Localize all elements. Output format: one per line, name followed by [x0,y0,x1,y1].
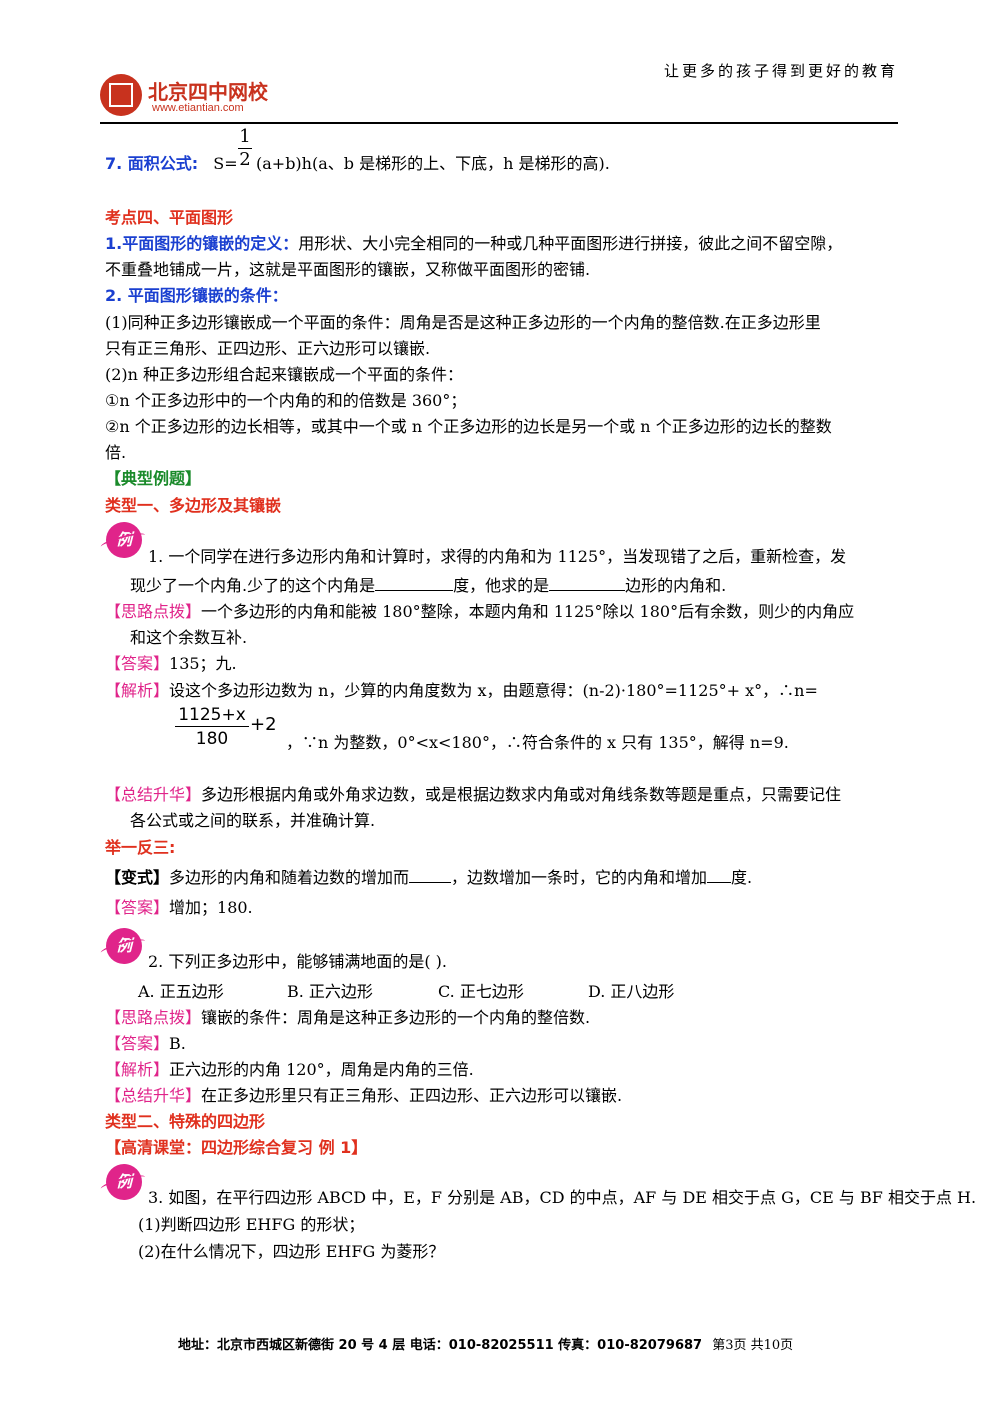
variant-blank-2[interactable] [707,866,732,883]
ex1-blank-1[interactable] [375,574,454,591]
ex1-sum1: 多边形根据内角或外角求边数，或是根据边数求内角或对角线条数等题是重点，只需要记住 [201,785,842,804]
variant-blank-1[interactable] [409,866,452,883]
ex1-q2a: 现少了一个内角.少了的这个内角是 [130,576,376,595]
ex1-hint-label: 【思路点拨】 [105,602,202,621]
formula-label: 7. 面积公式: [105,154,199,173]
ex1-jx-label: 【解析】 [105,681,170,700]
ex1-q2b: 度，他求的是 [453,576,550,595]
header-rule [100,122,898,124]
ex1-jx: 【解析】设这个多边形边数为 n，少算的内角度数为 x，由题意得：(n-2)·18… [105,679,818,703]
ex1-jx2: ，∵n 为整数，0°<x<180°，∴符合条件的 x 只有 135°，解得 n=… [286,733,789,752]
cond2-2a: ②n 个正多边形的边长相等，或其中一个或 n 个正多边形的边长是另一个或 n 个… [105,417,832,436]
section4-title: 考点四、平面图形 [105,208,234,227]
variant-ans-label: 【答案】 [105,898,170,917]
ex2-sum-label: 【总结升华】 [105,1086,202,1105]
ex1-hint2: 和这个余数互补. [130,628,248,647]
ex3-q: 3. 如图，在平行四边形 ABCD 中，E，F 分别是 AB，CD 的中点，AF… [148,1188,977,1207]
logo-inner-icon [109,83,133,107]
ex1-q2: 现少了一个内角.少了的这个内角是 度，他求的是 边形的内角和. [130,574,726,598]
variant-a: 多边形的内角和随着边数的增加而 [169,868,410,887]
def-label: 1.平面图形的镶嵌的定义： [105,234,299,253]
ex1-answer: 【答案】135；九. [105,652,237,676]
ex2-hint-text: 镶嵌的条件：周角是这种正多边形的一个内角的整倍数. [201,1008,591,1027]
logo-url: www.etiantian.com [152,102,244,114]
example-badge-3: 例 [106,1164,142,1200]
example-badge-1: 例 [106,522,142,558]
cond1b: 只有正三角形、正四边形、正六边形可以镶嵌. [105,339,431,358]
ex2-ans-label: 【答案】 [105,1034,170,1053]
footer-address: 地址：北京市西城区新德街 20 号 4 层 电话：010-82025511 传真… [178,1338,703,1353]
ex1-q1: 1. 一个同学在进行多边形内角和计算时，求得的内角和为 1125°，当发现错了之… [148,547,847,566]
cond-label: 2. 平面图形镶嵌的条件： [105,286,288,305]
ex3-s2: (2)在什么情况下，四边形 EHFG 为菱形？ [138,1242,445,1261]
logo-icon [100,74,142,116]
ex1-hint1: 一个多边形的内角和能被 180°整除，本题内角和 1125°除以 180°后有余… [201,602,855,621]
def-text2: 不重叠地铺成一片，这就是平面图形的镶嵌，又称做平面图形的密铺. [105,260,591,279]
ex1-hint: 【思路点拨】一个多边形的内角和能被 180°整除，本题内角和 1125°除以 1… [105,600,854,624]
area-formula: 7. 面积公式: S= [105,152,238,176]
ex1-jx1: 设这个多边形边数为 n，少算的内角度数为 x，由题意得：(n-2)·180°=1… [169,681,818,700]
example-badge-2: 例 [106,928,142,964]
cond2: (2)n 种正多边形组合起来镶嵌成一个平面的条件： [105,365,464,384]
variant-label: 【变式】 [105,868,170,887]
header: 北京四中网校 www.etiantian.com 让更多的孩子得到更好的教育 [100,60,898,124]
variant: 【变式】多边形的内角和随着边数的增加而 ，边数增加一条时，它的内角和增加 度. [105,866,752,890]
ex2-optC[interactable]: C. 正七边形 [438,982,524,1001]
ex1-sum2: 各公式或之间的联系，并准确计算. [130,811,376,830]
jyfs-title: 举一反三: [105,838,176,857]
ex1-ans-label: 【答案】 [105,654,170,673]
ex2-jx-label: 【解析】 [105,1060,170,1079]
type2-title: 类型二、特殊的四边形 [105,1112,266,1131]
variant-ans: 增加；180. [169,898,253,917]
footer-page: 第3页 共10页 [712,1338,794,1353]
formula-den: 2 [239,149,251,170]
ex2-summary: 【总结升华】在正多边形里只有正三角形、正四边形、正六边形可以镶嵌. [105,1084,622,1108]
variant-c: 度. [731,868,753,887]
ex2-hint: 【思路点拨】镶嵌的条件：周角是这种正多边形的一个内角的整倍数. [105,1006,590,1030]
footer: 地址：北京市西城区新德街 20 号 4 层 电话：010-82025511 传真… [178,1337,793,1355]
ex2-sum-text: 在正多边形里只有正三角形、正四边形、正六边形可以镶嵌. [201,1086,623,1105]
ex2-q: 2. 下列正多边形中，能够铺满地面的是( ). [148,952,448,971]
ex1-ans: 135；九. [169,654,237,673]
ex1-fraction: 1125+x 180 [175,704,249,751]
ex1-frac-plus: +2 [250,714,277,735]
cond2-1: ①n 个正多边形中的一个内角的和的倍数是 360°； [105,391,467,410]
formula-rest: (a+b)h(a、b 是梯形的上、下底，h 是梯形的高). [256,154,610,173]
ex1-frac-num: 1125+x [175,704,249,727]
ex1-blank-2[interactable] [549,574,626,591]
ex1-frac-den: 180 [195,729,229,749]
ex2-jx-text: 正六边形的内角 120°，周角是内角的三倍. [169,1060,474,1079]
variant-b: ，边数增加一条时，它的内角和增加 [451,868,708,887]
slogan: 让更多的孩子得到更好的教育 [663,62,898,80]
ex2-answer: 【答案】B. [105,1032,186,1056]
ex2-optB[interactable]: B. 正六边形 [287,982,373,1001]
formula-s: S= [213,154,238,173]
ex2-optD[interactable]: D. 正八边形 [588,982,675,1001]
ex1-q2c: 边形的内角和. [625,576,727,595]
formula-fraction: 1 2 [238,126,252,171]
logo-name: 北京四中网校 [148,80,268,104]
cond2-2b: 倍. [105,443,127,462]
def-text1: 用形状、大小完全相同的一种或几种平面图形进行拼接，彼此之间不留空隙， [298,234,843,253]
examples-title: 【典型例题】 [105,469,202,488]
ex2-optA[interactable]: A. 正五边形 [138,982,224,1001]
type1-title: 类型一、多边形及其镶嵌 [105,496,282,515]
ex1-sum-label: 【总结升华】 [105,785,202,804]
ex2-ans: B. [169,1034,186,1053]
ex3-s1: (1)判断四边形 EHFG 的形状； [138,1215,365,1234]
formula-num: 1 [238,126,252,149]
def-line1: 1.平面图形的镶嵌的定义：用形状、大小完全相同的一种或几种平面图形进行拼接，彼此… [105,232,842,256]
variant-answer: 【答案】增加；180. [105,896,253,920]
ex1-summary: 【总结升华】多边形根据内角或外角求边数，或是根据边数求内角或对角线条数等题是重点… [105,783,841,807]
hd-class: 【高清课堂：四边形综合复习 例 1】 [105,1138,368,1157]
ex2-jx: 【解析】正六边形的内角 120°，周角是内角的三倍. [105,1058,474,1082]
ex2-hint-label: 【思路点拨】 [105,1008,202,1027]
cond1a: (1)同种正多边形镶嵌成一个平面的条件：周角是否是这种正多边形的一个内角的整倍数… [105,313,821,332]
